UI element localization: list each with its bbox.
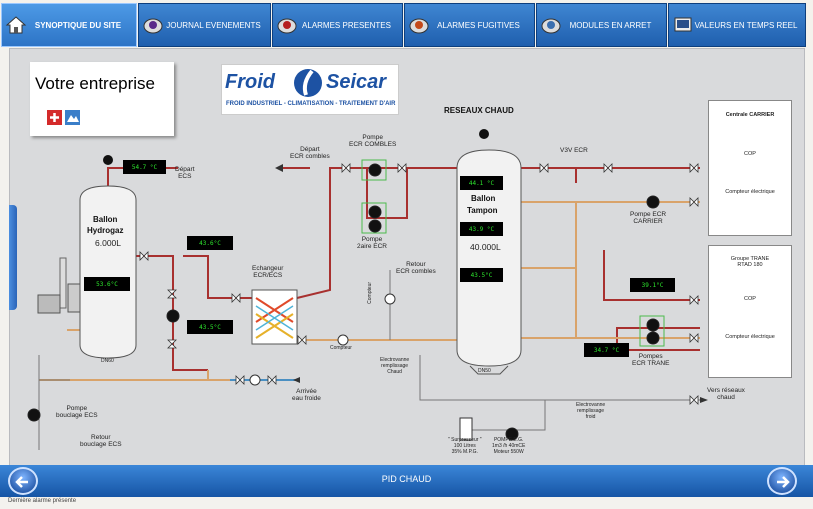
label-v3v: V3V ECR bbox=[560, 147, 588, 154]
label-retour-ecr: Retour ECR combles bbox=[396, 261, 436, 276]
label-pompe-carrier: Pompe ECR CARRIER bbox=[630, 211, 667, 226]
tampon-volume: 40.000L bbox=[470, 242, 501, 252]
hydrogaz-dn: DN60 bbox=[101, 358, 114, 364]
tab-alarmes-presentes[interactable]: ALARMES PRESENTES bbox=[272, 3, 403, 47]
label-arrivee-eau: Arrivée eau froide bbox=[292, 388, 321, 403]
temp-tampon-mid: 43.9 °C bbox=[460, 222, 503, 236]
surpresseur-vessel bbox=[459, 417, 473, 441]
temp-echangeur-out: 43.5°C bbox=[187, 320, 233, 334]
company-logo-icon bbox=[47, 110, 80, 125]
trane-meter: Compteur électrique bbox=[725, 334, 775, 340]
label-surpresseur: " Surpresseur " 100 Litres 35% M.P.G. bbox=[448, 437, 482, 455]
ballon-hydrogaz-tank bbox=[37, 185, 137, 359]
ballon-tampon-tank bbox=[456, 149, 522, 375]
label-vers-reseaux: Vers réseaux chaud bbox=[707, 387, 745, 402]
temp-trane-out: 34.7 °C bbox=[584, 343, 629, 357]
label-depart-ecs: Départ ECS bbox=[175, 166, 195, 181]
label-compteur-vertical: Compteur bbox=[367, 281, 374, 304]
trane-title: Groupe TRANE RTAD 180 bbox=[730, 256, 770, 269]
pump-frames bbox=[361, 159, 665, 347]
carrier-meter: Compteur électrique bbox=[725, 189, 775, 195]
last-alarm-status[interactable]: Dernière alarme présente bbox=[8, 498, 77, 504]
utility-lines bbox=[38, 270, 700, 450]
label-echangeur: Echangeur ECR/ECS bbox=[252, 265, 284, 280]
top-navigation: SYNOPTIQUE DU SITE JOURNAL EVENEMENTS AL… bbox=[0, 0, 813, 48]
tab-synoptique[interactable]: SYNOPTIQUE DU SITE bbox=[1, 3, 137, 47]
journal-icon bbox=[143, 18, 163, 34]
tab-journal-evenements[interactable]: JOURNAL EVENEMENTS bbox=[138, 3, 271, 47]
flow-meter-icons bbox=[249, 293, 396, 386]
tab-label: VALEURS EN TEMPS REEL bbox=[694, 20, 798, 30]
temp-carrier-return: 39.1°C bbox=[630, 278, 675, 292]
tab-valeurs-temps-reel[interactable]: VALEURS EN TEMPS REEL bbox=[668, 3, 806, 47]
temp-tampon-top: 44.1 °C bbox=[460, 176, 503, 190]
company-card: Votre entreprise bbox=[30, 62, 174, 136]
realtime-icon bbox=[674, 17, 692, 32]
next-page-button[interactable] bbox=[767, 467, 797, 495]
tab-modules-en-arret[interactable]: MODULES EN ARRET bbox=[536, 3, 667, 47]
label-electrovanne-froid: Electrovanne remplissage froid bbox=[576, 402, 606, 420]
centrale-carrier-box: Centrale CARRIER COP Compteur électrique bbox=[708, 100, 792, 236]
arrow-left-icon bbox=[15, 476, 28, 488]
carrier-title: Centrale CARRIER bbox=[725, 112, 775, 118]
label-pompe-ecr-combles: Pompe ECR COMBLES bbox=[349, 134, 397, 149]
diagram-title: RESEAUX CHAUD bbox=[444, 106, 514, 115]
temp-hydrogaz: 53.6°C bbox=[84, 277, 130, 291]
label-retour-bouclage: Retour bouclage ECS bbox=[80, 434, 122, 449]
heat-exchanger bbox=[251, 289, 298, 345]
logo-swoosh-icon bbox=[294, 69, 322, 97]
pump-icons bbox=[27, 163, 660, 441]
temp-depart-ecs: 54.7 °C bbox=[123, 160, 166, 174]
warm-pipes bbox=[39, 201, 700, 381]
hydrogaz-name-2: Hydrogaz bbox=[87, 226, 124, 235]
tab-label: ALARMES PRESENTES bbox=[302, 20, 391, 30]
valve-icons bbox=[139, 163, 699, 405]
tampon-dn: DN50 bbox=[478, 368, 491, 374]
tampon-name-2: Tampon bbox=[467, 206, 498, 215]
label-pompe-eg: POMPE E.G. 1m3 /h 40mCE Moteur 550W bbox=[492, 437, 526, 455]
tab-label: SYNOPTIQUE DU SITE bbox=[34, 20, 122, 30]
hydrogaz-name-1: Ballon bbox=[93, 215, 118, 224]
module-icon bbox=[541, 18, 561, 34]
alarm-icon bbox=[277, 18, 297, 34]
hot-pipes bbox=[107, 167, 700, 371]
logo-brand-right: Seicar bbox=[326, 71, 387, 93]
home-icon bbox=[5, 16, 27, 34]
arrow-right-icon bbox=[777, 476, 790, 488]
logo-brand-left: Froid bbox=[225, 71, 275, 93]
tab-label: ALARMES FUGITIVES bbox=[437, 20, 520, 30]
groupe-trane-box: Groupe TRANE RTAD 180 COP Compteur élect… bbox=[708, 245, 792, 378]
tab-label: MODULES EN ARRET bbox=[569, 20, 652, 30]
hydrogaz-volume: 6.000L bbox=[95, 238, 121, 248]
temp-echangeur-in: 43.6°C bbox=[187, 236, 233, 250]
froid-seicar-logo: Froid Seicar FROID INDUSTRIEL - CLIMATIS… bbox=[221, 64, 399, 115]
label-electrovanne-chaud: Electrovanne remplissage Chaud bbox=[380, 357, 410, 375]
fugitive-alarm-icon bbox=[409, 18, 429, 34]
label-pompe-2aire: Pompe 2aire ECR bbox=[357, 236, 387, 251]
trane-cop: COP bbox=[744, 296, 756, 302]
tab-alarmes-fugitives[interactable]: ALARMES FUGITIVES bbox=[404, 3, 535, 47]
label-pompe-bouclage: Pompe bouclage ECS bbox=[56, 405, 98, 420]
label-compteur: Compteur bbox=[330, 345, 352, 351]
tab-label: JOURNAL EVENEMENTS bbox=[166, 20, 261, 30]
company-name: Votre entreprise bbox=[35, 74, 156, 93]
tampon-name-1: Ballon bbox=[471, 194, 496, 203]
previous-page-button[interactable] bbox=[8, 467, 38, 495]
label-depart-ecr: Départ ECR combles bbox=[290, 146, 330, 161]
footer-bar: PID CHAUD bbox=[0, 465, 813, 497]
page-title: PID CHAUD bbox=[381, 474, 432, 484]
flow-arrows bbox=[275, 164, 708, 403]
temp-tampon-bottom: 43.5°C bbox=[460, 268, 503, 282]
pressure-gauge-icons bbox=[103, 129, 489, 165]
side-drawer-handle[interactable] bbox=[9, 205, 17, 310]
logo-tagline: FROID INDUSTRIEL - CLIMATISATION - TRAIT… bbox=[226, 101, 396, 107]
label-pompes-trane: Pompes ECR TRANE bbox=[632, 353, 670, 368]
carrier-cop: COP bbox=[744, 151, 756, 157]
